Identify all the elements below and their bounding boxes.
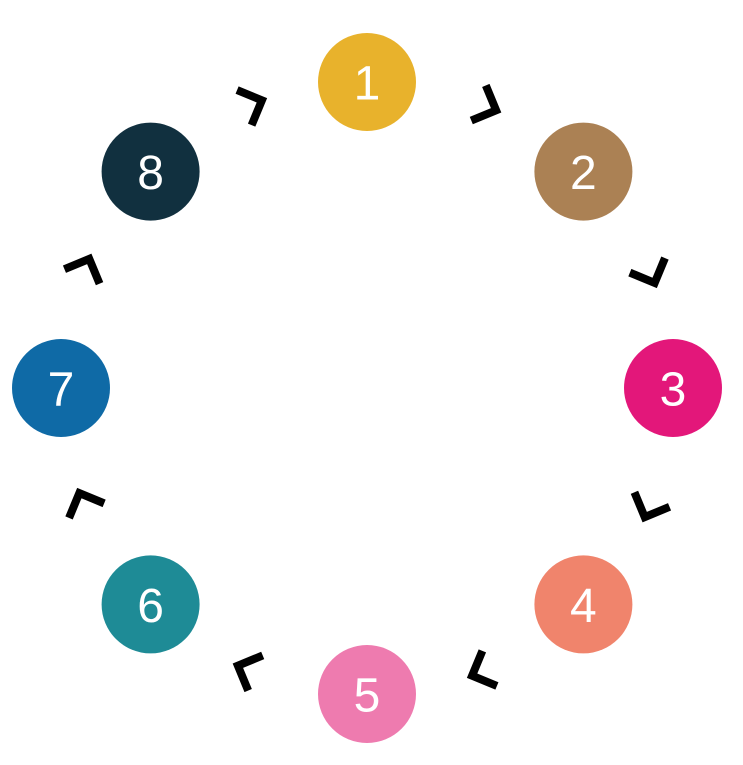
chevron-stroke xyxy=(232,651,265,693)
cycle-node-6: 6 xyxy=(101,555,200,654)
chevron-right-icon xyxy=(466,649,499,690)
chevron-right-icon xyxy=(65,487,106,520)
cycle-node-circle xyxy=(534,555,633,654)
cycle-node-label: 4 xyxy=(570,580,597,633)
cycle-node-3: 3 xyxy=(624,339,722,437)
cycle-node-label: 6 xyxy=(137,580,164,633)
chevron-right-icon xyxy=(232,651,265,693)
cycle-node-label: 3 xyxy=(660,364,687,417)
cycle-node-circle xyxy=(534,122,633,221)
cycle-node-circle xyxy=(318,33,416,131)
chevron-right-icon xyxy=(62,253,104,286)
chevron-stroke xyxy=(630,490,672,523)
chevron-stroke xyxy=(62,253,104,286)
chevron-stroke xyxy=(65,487,106,520)
chevron-right-icon xyxy=(469,83,502,125)
chevron-right-icon xyxy=(630,490,672,523)
cycle-node-label: 7 xyxy=(48,364,75,417)
cycle-nodes: 1 2 3 4 5 6 7 8 xyxy=(12,33,722,743)
cycle-node-label: 1 xyxy=(354,58,381,111)
cycle-node-circle xyxy=(624,339,722,437)
chevron-stroke xyxy=(466,649,499,690)
chevron-right-icon xyxy=(628,256,669,289)
chevron-stroke xyxy=(469,83,502,125)
cycle-node-1: 1 xyxy=(318,33,416,131)
chevron-right-icon xyxy=(235,86,268,127)
cycle-connectors xyxy=(62,83,672,693)
cycle-node-circle xyxy=(12,339,110,437)
cycle-node-label: 2 xyxy=(570,147,597,200)
chevron-stroke xyxy=(235,86,268,127)
cycle-node-circle xyxy=(318,645,416,743)
cycle-node-circle xyxy=(101,555,200,654)
cycle-node-5: 5 xyxy=(318,645,416,743)
cycle-node-7: 7 xyxy=(12,339,110,437)
cycle-node-8: 8 xyxy=(101,122,200,221)
cycle-node-circle xyxy=(101,122,200,221)
cycle-node-4: 4 xyxy=(534,555,633,654)
chevron-stroke xyxy=(628,256,669,289)
cycle-node-label: 5 xyxy=(354,670,381,723)
cycle-node-2: 2 xyxy=(534,122,633,221)
cycle-node-label: 8 xyxy=(137,147,164,200)
